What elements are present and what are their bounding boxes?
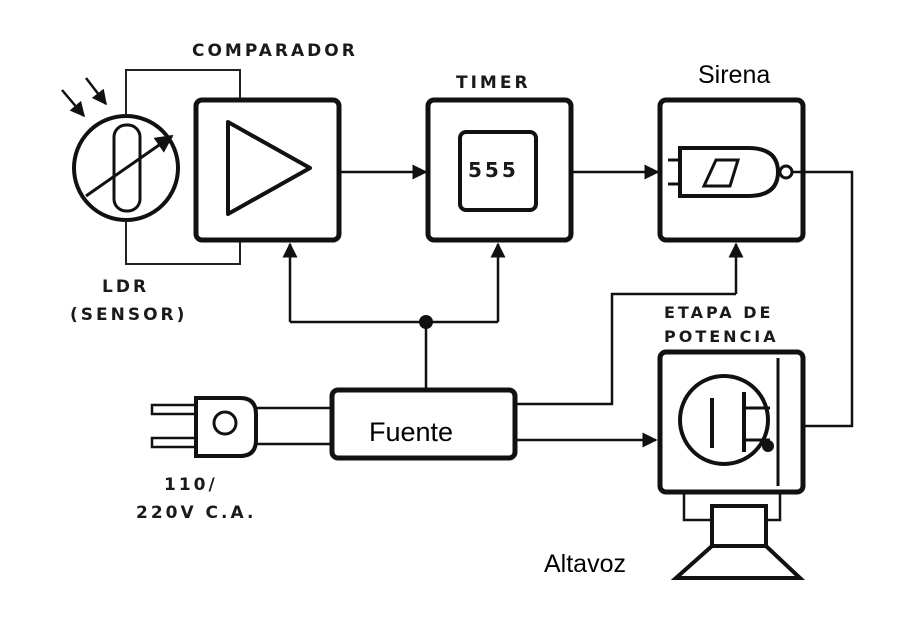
sirena-label: Sirena <box>698 61 770 89</box>
timer-chip-label: 555 <box>468 158 519 182</box>
voltage-label-line1: 110/ <box>164 475 218 495</box>
power-plug-icon <box>150 396 332 458</box>
ldr-sensor <box>61 69 241 265</box>
sirena-block <box>657 97 806 243</box>
voltage-label-line2: 220V C.A. <box>136 503 256 523</box>
comparador-block <box>193 97 342 243</box>
comparador-label: COMPARADOR <box>192 41 358 61</box>
power-wires <box>282 242 744 448</box>
speaker-icon <box>670 492 806 580</box>
fuente-block <box>329 387 518 461</box>
signal-wires <box>339 164 854 428</box>
etapa-label-line2: POTENCIA <box>664 327 779 346</box>
ldr-label-line2: (SENSOR) <box>70 305 187 325</box>
etapa-potencia-block <box>657 349 806 495</box>
etapa-label-line1: ETAPA DE <box>664 303 773 322</box>
timer-label: TIMER <box>456 73 531 93</box>
ldr-label-line1: LDR <box>102 277 149 297</box>
junction-dot <box>419 315 433 329</box>
fuente-label: Fuente <box>369 417 453 447</box>
altavoz-label: Altavoz <box>544 550 626 578</box>
timer-block <box>425 97 574 243</box>
